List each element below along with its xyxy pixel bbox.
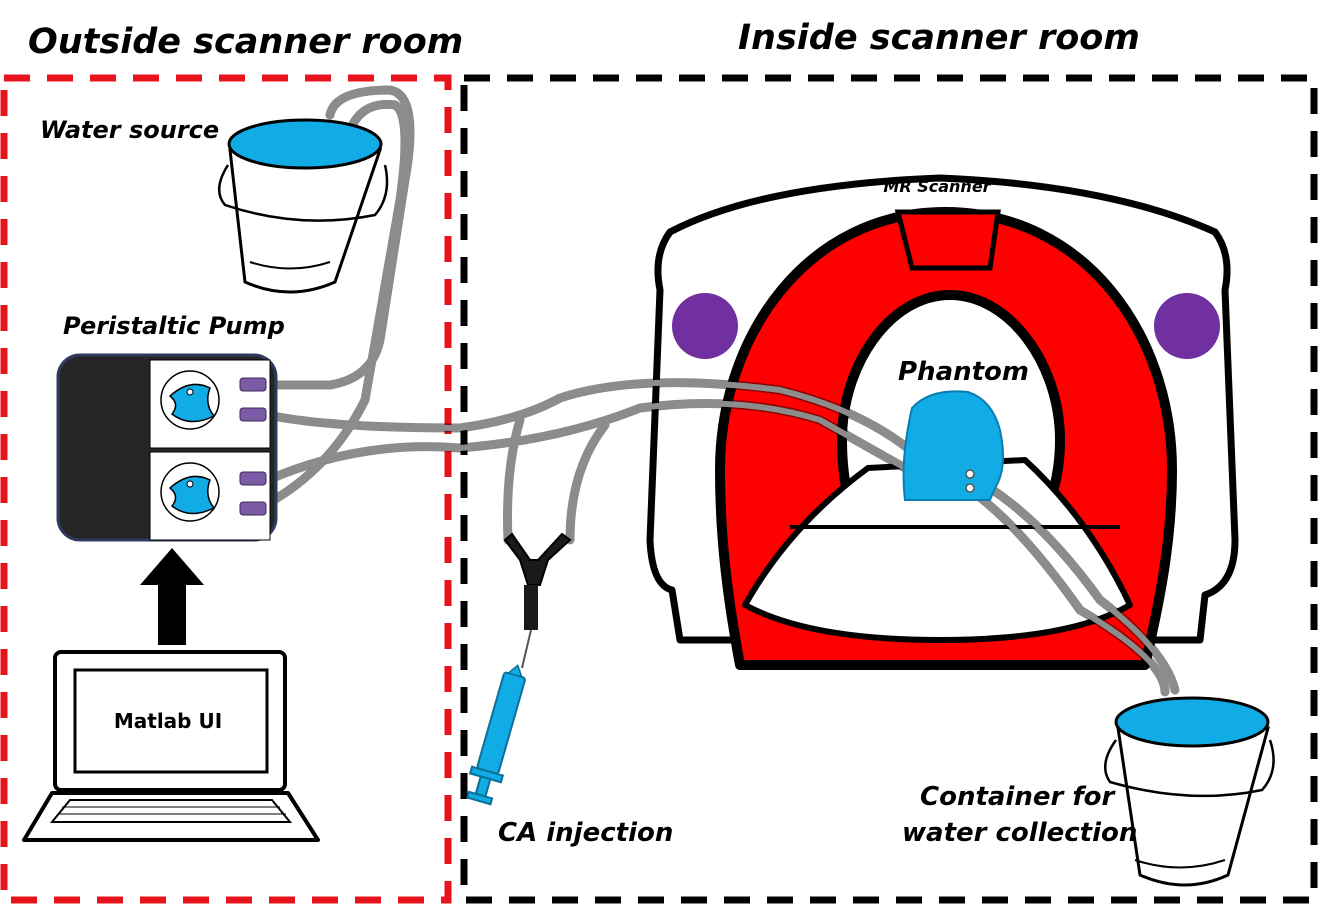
- pump-label: Peristaltic Pump: [63, 312, 285, 340]
- inside-room-boundary: [460, 74, 1318, 904]
- pump-head-1: [149, 359, 271, 449]
- peristaltic-pump: [56, 353, 278, 542]
- pump-head-2: [149, 451, 271, 541]
- laptop-screen: [73, 668, 269, 774]
- container-handle: [1103, 739, 1275, 798]
- laptop-screen-label: Matlab UI: [114, 709, 222, 733]
- scanner-top-slot: [894, 209, 1001, 271]
- inside-room-title: Inside scanner room: [738, 18, 1140, 58]
- container-water: [1114, 696, 1270, 748]
- phantom-label: Phantom: [898, 357, 1030, 387]
- phantom-body: [902, 390, 1005, 501]
- syringe-barrel: [476, 671, 526, 775]
- laptop: Matlab UI: [22, 650, 320, 842]
- water-source-bucket: [218, 118, 389, 294]
- pump-rotor-2: [168, 475, 216, 515]
- y-connector: [503, 532, 572, 586]
- scanner-button-right: [1154, 293, 1220, 359]
- pump-connector: [239, 377, 267, 392]
- ca-injection-label: CA injection: [498, 818, 674, 848]
- outside-room-title: Outside scanner room: [28, 22, 464, 62]
- container-label-line1: Container for: [920, 782, 1115, 812]
- collection-container: [1103, 696, 1275, 887]
- bucket-water: [227, 118, 383, 170]
- tubing: [260, 85, 1180, 697]
- ca-syringe: [466, 532, 572, 806]
- container-label-line2: water collection: [902, 818, 1138, 848]
- control-arrow: [140, 548, 204, 645]
- outside-room-boundary: [0, 74, 452, 904]
- scanner-label: MR Scanner: [883, 177, 991, 196]
- pump-rotor-1: [168, 383, 216, 423]
- scanner-table: [742, 457, 1133, 643]
- phantom: [902, 390, 1005, 501]
- y-connector-stem: [524, 585, 538, 630]
- phantom-port-2: [965, 483, 975, 493]
- phantom-port-1: [965, 469, 975, 479]
- water-source-label: Water source: [40, 116, 220, 144]
- bucket-handle: [218, 164, 389, 222]
- scanner-button-left: [672, 293, 738, 359]
- container-body: [1116, 726, 1270, 887]
- scanner-table-band: [790, 525, 1120, 529]
- laptop-base: [22, 791, 320, 842]
